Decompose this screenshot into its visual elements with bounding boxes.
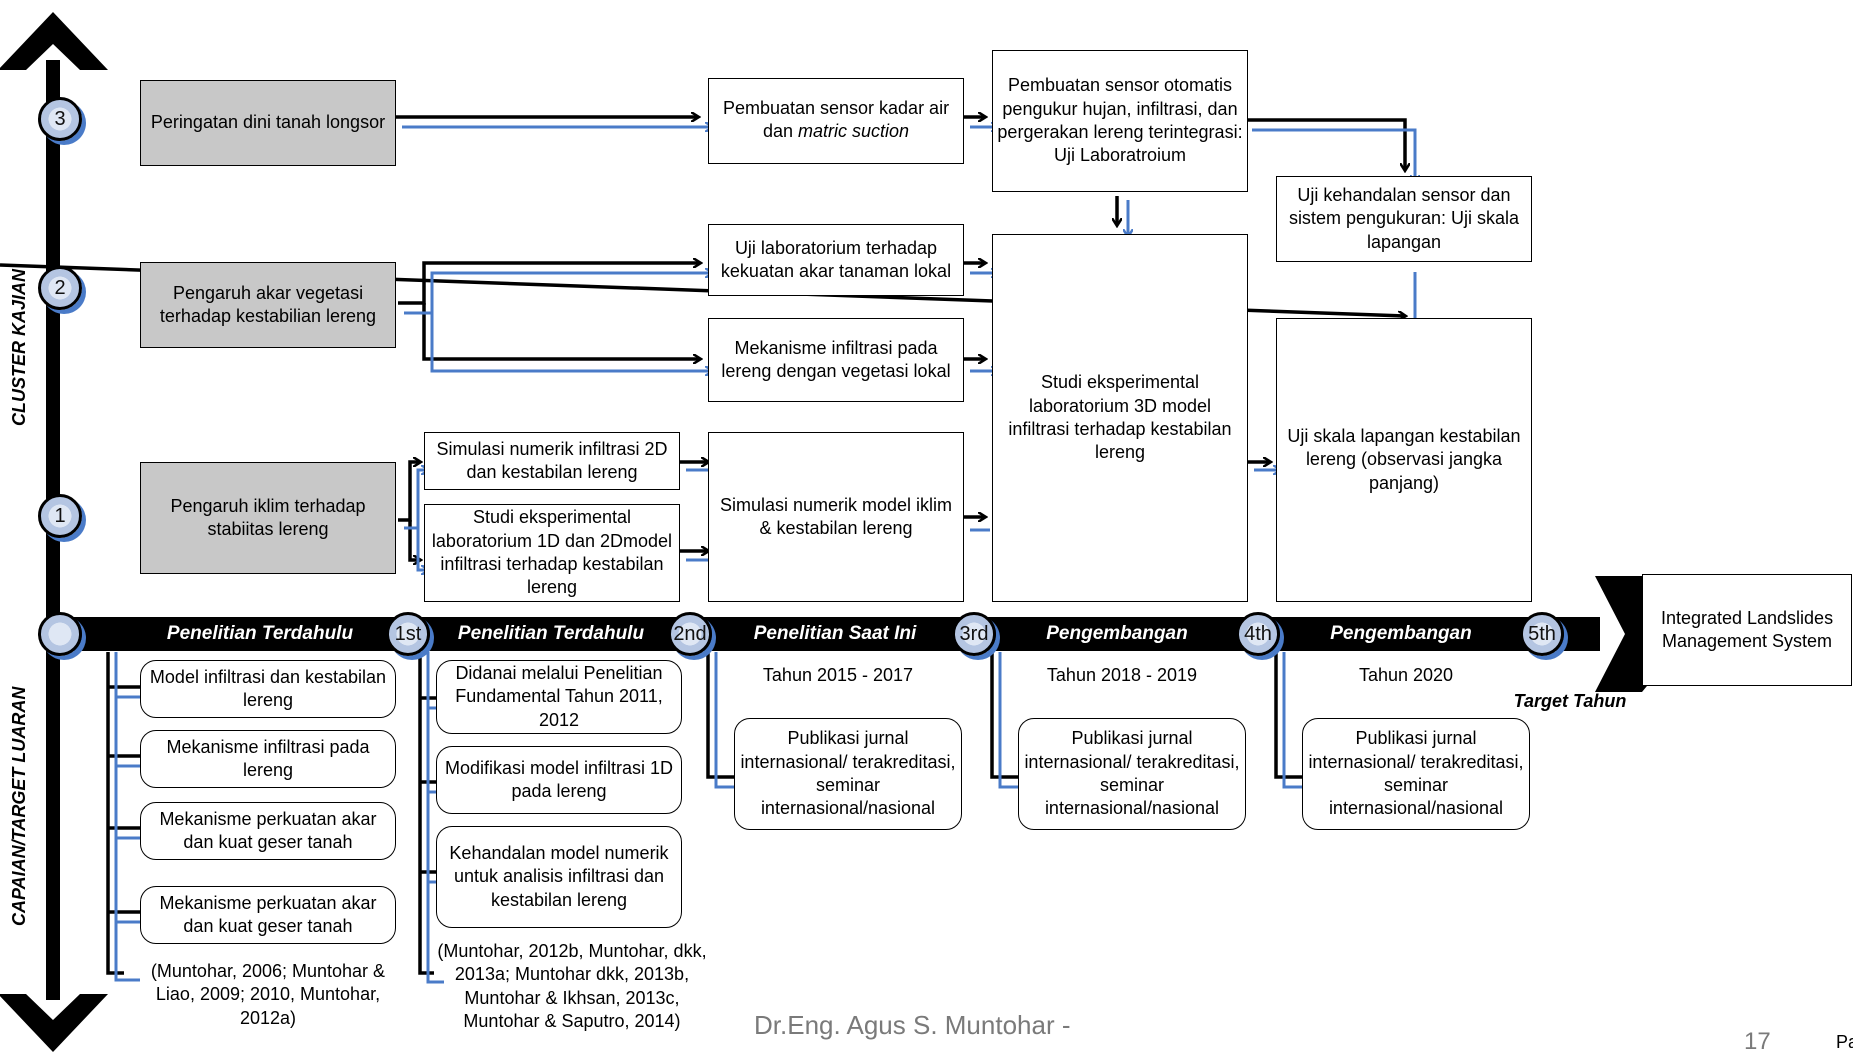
output-col1-3: Mekanisme perkuatan akar dan kuat geser … [140,802,396,860]
year-2015-2017: Tahun 2015 - 2017 [762,665,914,685]
timeline-marker-1st: 1st [386,612,430,656]
cluster-kajian-label: CLUSTER KAJIAN [9,268,29,426]
timeline-label-5: Pengembangan [1330,623,1472,644]
cluster-box-2: Pengaruh akar vegetasi terhadap kestabil… [140,262,396,348]
capaian-label: CAPAIAN/TARGET LUARAN [9,686,29,926]
box-uji-lab-akar: Uji laboratorium terhadap kekuatan akar … [708,224,964,296]
target-tahun-label: Target Tahun [1513,691,1627,711]
timeline-marker-3rd: 3rd [952,612,996,656]
timeline-marker-4th: 4th [1236,612,1280,656]
box-sensor-kadar-air: Pembuatan sensor kadar air dan matric su… [708,78,964,164]
box-uji-kehandalan: Uji kehandalan sensor dan sistem penguku… [1276,176,1532,262]
output-col2-2: Modifikasi model infiltrasi 1D pada lere… [436,746,682,814]
year-2018-2019: Tahun 2018 - 2019 [1046,665,1198,685]
output-col1-reference: (Muntohar, 2006; Muntohar & Liao, 2009; … [150,961,386,1028]
timeline-label-1: Penelitian Terdahulu [166,623,354,644]
cluster-marker-2: 2 [38,266,82,310]
box-integrated-system: Integrated Landslides Management System [1642,574,1852,686]
cluster-marker-1: 1 [38,494,82,538]
timeline-label-3: Penelitian Saat Ini [753,623,917,644]
page-number: 17 [1744,1028,1771,1055]
cluster-marker-3: 3 [38,97,82,141]
box-mekanisme-vegetasi: Mekanisme infiltrasi pada lereng dengan … [708,318,964,402]
output-col1-2: Mekanisme infiltrasi pada lereng [140,730,396,788]
publikasi-box-2: Publikasi jurnal internasional/ terakred… [1018,718,1246,830]
publikasi-box-1: Publikasi jurnal internasional/ terakred… [734,718,962,830]
year-2020: Tahun 2020 [1358,665,1454,685]
timeline-marker-2nd: 2nd [668,612,712,656]
box-uji-skala-lapangan: Uji skala lapangan kestabilan lereng (ob… [1276,318,1532,602]
output-col2-3: Kehandalan model numerik untuk analisis … [436,826,682,928]
box-studi-1d-2d: Studi eksperimental laboratorium 1D dan … [424,504,680,602]
cluster-box-1: Pengaruh iklim terhadap stabiitas lereng [140,462,396,574]
output-col1-1: Model infiltrasi dan kestabilan lereng [140,660,396,718]
blue-connectors [114,127,1415,984]
output-col1-4: Mekanisme perkuatan akar dan kuat geser … [140,886,396,944]
box-simulasi-iklim: Simulasi numerik model iklim & kestabila… [708,432,964,602]
cluster-box-3: Peringatan dini tanah longsor [140,80,396,166]
timeline-start-marker [38,612,82,656]
footer-author: Dr.Eng. Agus S. Muntohar - [754,1010,1071,1040]
box-simulasi-2d: Simulasi numerik infiltrasi 2D dan kesta… [424,432,680,490]
timeline-marker-5th: 5th [1520,612,1564,656]
box-studi-3d: Studi eksperimental laboratorium 3D mode… [992,234,1248,602]
timeline-label-2: Penelitian Terdahulu [457,623,645,644]
footer-edge-text: Pa [1836,1032,1853,1052]
box-sensor-otomatis: Pembuatan sensor otomatis pengukur hujan… [992,50,1248,192]
timeline-label-4: Pengembangan [1046,623,1188,644]
matric-suction-text: matric suction [798,121,910,142]
sensor-kadar-air-text: Pembuatan sensor kadar air dan [722,98,950,142]
output-col2-reference: (Muntohar, 2012b, Muntohar, dkk, 2013a; … [437,941,707,1032]
output-col2-1: Didanai melalui Penelitian Fundamental T… [436,660,682,734]
publikasi-box-3: Publikasi jurnal internasional/ terakred… [1302,718,1530,830]
